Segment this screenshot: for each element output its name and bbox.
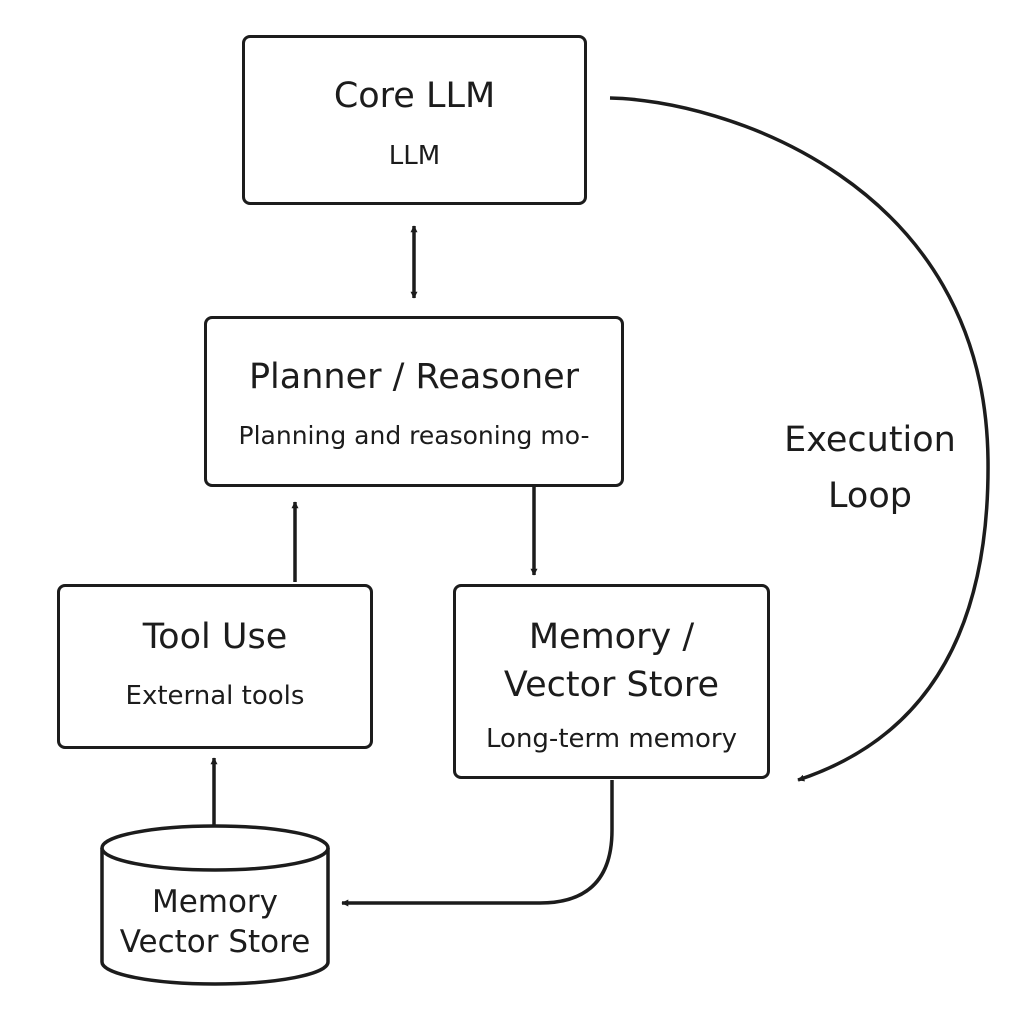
memory-node: Memory / Vector Store Long-term memory (453, 584, 770, 779)
planner-node: Planner / Reasoner Planning and reasonin… (204, 316, 624, 487)
memory-title-line2: Vector Store (503, 665, 720, 705)
memory-title-line1: Memory / (528, 617, 695, 657)
tool-use-node: Tool Use External tools (57, 584, 373, 749)
planner-subtitle: Planning and reasoning mo- (238, 421, 590, 450)
execution-loop-label-line1: Execution (784, 420, 956, 460)
planner-title: Planner / Reasoner (248, 357, 580, 397)
core-llm-title: Core LLM (333, 76, 496, 116)
execution-loop-label-line2: Loop (828, 476, 912, 516)
core-llm-subtitle: LLM (388, 141, 441, 171)
tool-use-title: Tool Use (142, 617, 288, 657)
tool-use-subtitle: External tools (125, 681, 305, 711)
database-cylinder-icon (100, 824, 330, 986)
execution-loop-arrow (609, 96, 990, 782)
memory-subtitle: Long-term memory (486, 724, 737, 754)
memory-db-line2: Vector Store (119, 924, 311, 960)
memory-db-line1: Memory (151, 884, 279, 920)
core-llm-node: Core LLM LLM (242, 35, 587, 205)
memory-to-db-arrow (341, 780, 614, 907)
